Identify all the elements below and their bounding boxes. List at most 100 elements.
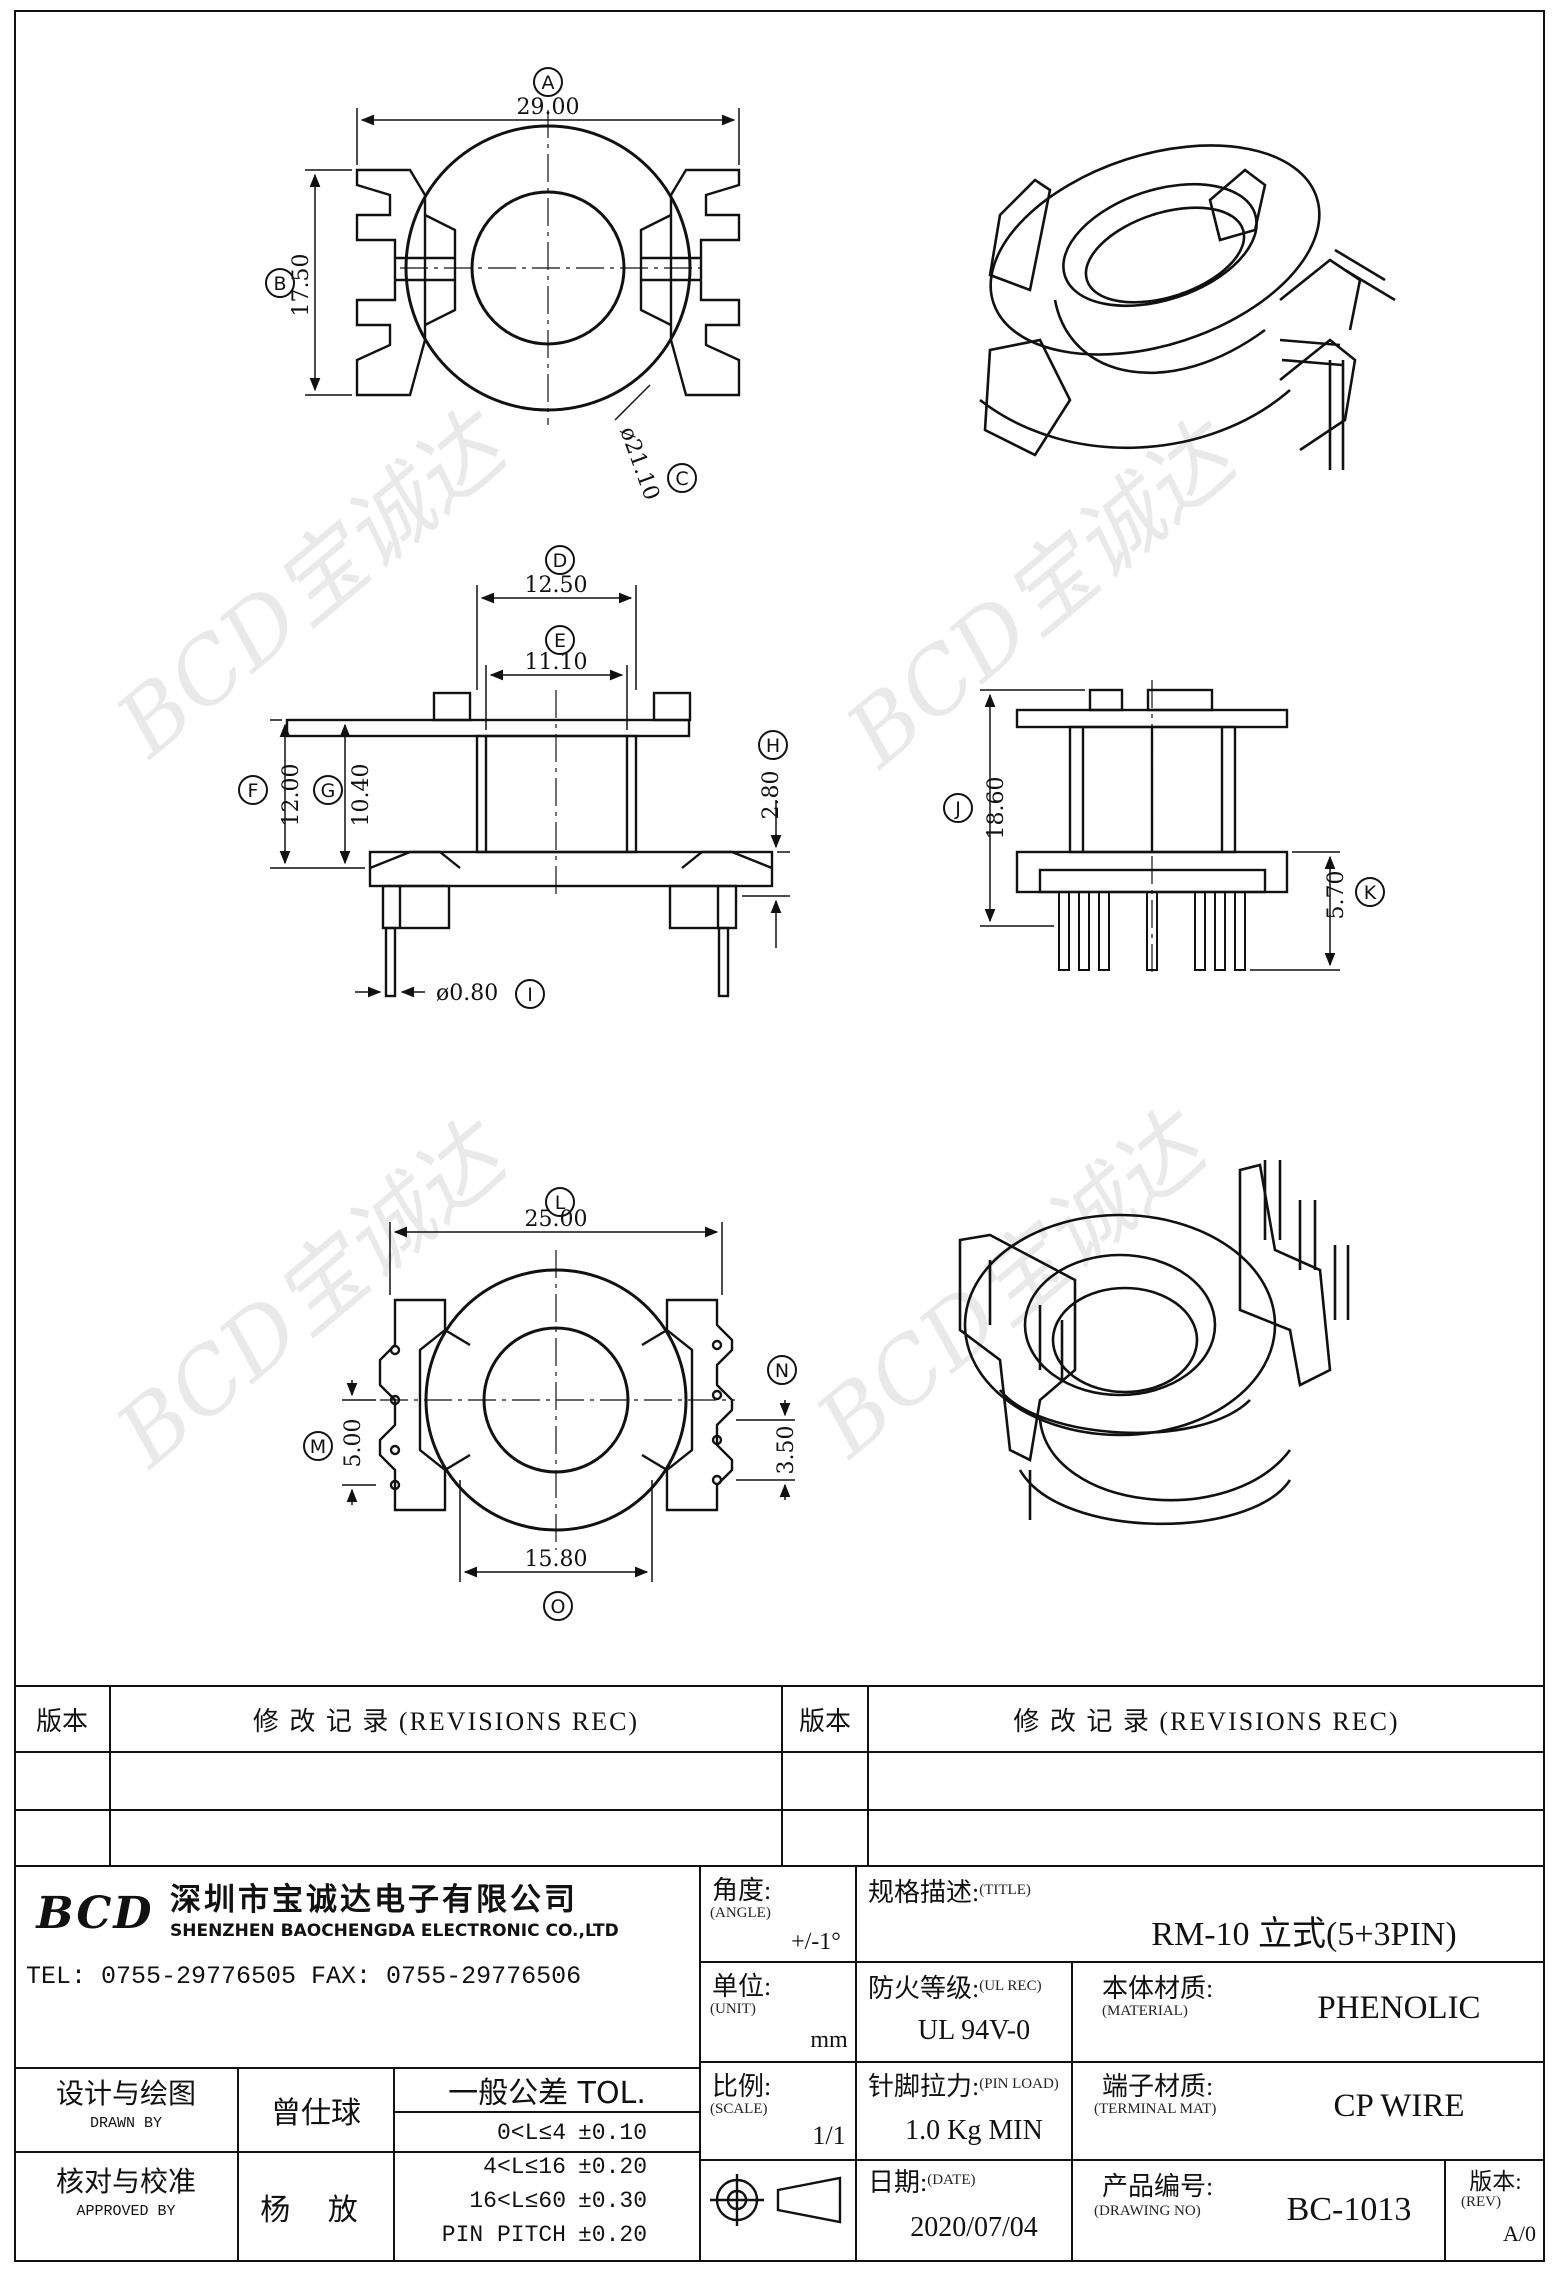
angle-sub: (ANGLE)	[710, 1904, 771, 1921]
scale-sub: (SCALE)	[710, 2100, 768, 2117]
tolerance-range: PIN PITCH	[441, 2222, 566, 2248]
isometric-view-bottom	[958, 1160, 1350, 1526]
ul-sub: (UL REC)	[979, 1977, 1042, 1994]
tolerance-range: 16<L≤60	[469, 2188, 566, 2214]
dim-letter-i: I	[527, 984, 533, 1006]
dim-letter-c: C	[675, 468, 688, 490]
rev-value: A/0	[1503, 2221, 1536, 2246]
terminal-label: 端子材质:	[1102, 2071, 1214, 2101]
dim-letter-h: H	[766, 735, 780, 757]
revision-version-header-right: 版本	[798, 1706, 851, 1736]
dim-letter-a: A	[542, 72, 555, 94]
title-block: 版本 修 改 记 录 (REVISIONS REC) 版本 修 改 记 录 (R…	[14, 1686, 1545, 2262]
tolerance-value: ±0.20	[578, 2154, 648, 2180]
angle-value: +/-1°	[791, 1928, 841, 1955]
date-value: 2020/07/04	[910, 2212, 1038, 2243]
tolerance-value: ±0.30	[578, 2188, 648, 2214]
title-label-text: 规格描述:	[868, 1877, 980, 1907]
dim-letter-n: N	[775, 1360, 789, 1382]
dim-value-a: 29.00	[517, 95, 580, 120]
isometric-view-top	[979, 144, 1396, 470]
dim-letter-m: M	[310, 1436, 326, 1458]
dim-letter-j: J	[954, 798, 961, 820]
tolerance-value: ±0.10	[578, 2120, 648, 2146]
dim-value-n: 3.50	[774, 1426, 799, 1475]
angle-label: 角度:	[712, 1875, 772, 1905]
drawn-by-label: 设计与绘图	[55, 2077, 196, 2110]
terminal-sub: (TERMINAL MAT)	[1094, 2100, 1217, 2117]
projection-symbol	[710, 2174, 842, 2226]
pinload-label: 针脚拉力:(PIN LOAD)	[862, 2068, 1086, 2101]
dim-value-l: 25.00	[525, 1207, 588, 1232]
title-sub: (TITLE)	[979, 1881, 1031, 1898]
ul-label-text: 防火等级:	[868, 1973, 980, 2003]
scale-value: 1/1	[812, 2121, 846, 2150]
drawn-by-sub: DRAWN BY	[89, 2114, 162, 2132]
unit-label: 单位:	[712, 1971, 772, 2001]
watermark: BCD宝诚达	[796, 1090, 1230, 1478]
approved-by-label: 核对与校准	[55, 2165, 196, 2198]
drawing-value: BC-1013	[1286, 2191, 1412, 2228]
title-label: 规格描述:(TITLE)	[862, 1874, 1062, 1907]
pinload-value: 1.0 Kg MIN	[905, 2115, 1043, 2146]
dim-letter-k: K	[1364, 882, 1377, 904]
drawing-sub: (DRAWING NO)	[1094, 2202, 1201, 2219]
dim-value-k: 5.70	[1324, 871, 1349, 920]
tolerance-range: 0<L≤4	[496, 2120, 566, 2146]
material-value: PHENOLIC	[1317, 1989, 1481, 2026]
unit-sub: (UNIT)	[710, 2000, 756, 2017]
ul-label: 防火等级:(UL REC)	[862, 1970, 1082, 2003]
company-contact: TEL: 0755-29776505 FAX: 0755-29776506	[26, 1961, 582, 1991]
unit-value: mm	[810, 2026, 848, 2053]
date-label-text: 日期:	[868, 2167, 928, 2197]
approved-by-name: 杨 放	[260, 2193, 372, 2228]
dim-value-j: 18.60	[984, 777, 1009, 840]
date-sub: (DATE)	[927, 2171, 976, 2188]
revision-record-header-right: 修 改 记 录 (REVISIONS REC)	[1013, 1706, 1400, 1736]
scale-label: 比例:	[712, 2071, 772, 2101]
revision-record-header-left: 修 改 记 录 (REVISIONS REC)	[252, 1706, 640, 1736]
dim-letter-l: L	[555, 1192, 566, 1214]
date-label: 日期:(DATE)	[862, 2164, 1086, 2197]
drawing-label: 产品编号:	[1102, 2171, 1214, 2201]
front-view	[285, 691, 774, 998]
title-block-grid	[14, 1685, 1545, 2262]
rev-label: 版本:	[1469, 2169, 1522, 2194]
pinload-label-text: 针脚拉力:	[868, 2071, 980, 2101]
dim-letter-f: F	[248, 780, 259, 802]
material-sub: (MATERIAL)	[1102, 2002, 1188, 2019]
company-name-cn: 深圳市宝诚达电子有限公司	[170, 1881, 578, 1918]
rev-sub: (REV)	[1461, 2193, 1501, 2210]
material-label: 本体材质:	[1102, 1973, 1214, 2003]
dim-letter-g: G	[321, 780, 336, 802]
dim-value-f: 12.00	[279, 764, 304, 827]
dim-letter-d: D	[553, 550, 568, 572]
dim-letter-b: B	[273, 273, 286, 295]
dim-value-o: 15.80	[525, 1547, 588, 1572]
drawn-by-name: 曾仕球	[271, 2096, 361, 2131]
dim-value-g: 10.40	[349, 764, 374, 827]
drawing-frame	[14, 10, 1545, 2262]
dim-value-h: 2.80	[759, 771, 784, 820]
dim-value-d: 12.50	[525, 573, 588, 598]
tolerance-table: 0<L≤4 ±0.10 4<L≤16 ±0.20 16<L≤60 ±0.30 P…	[394, 2116, 700, 2256]
approved-by-sub: APPROVED BY	[76, 2202, 176, 2220]
pinload-sub: (PIN LOAD)	[979, 2075, 1059, 2092]
dim-value-c: ø21.10	[614, 424, 664, 504]
dim-value-b: 17.50	[289, 254, 314, 317]
title-value: RM-10 立式(5+3PIN)	[1151, 1915, 1457, 1953]
watermark: BCD宝诚达	[96, 1100, 530, 1488]
watermark: BCD宝诚达	[826, 400, 1260, 788]
revision-version-header-left: 版本	[35, 1706, 88, 1736]
dim-letter-o: O	[551, 1596, 566, 1618]
ul-value: UL 94V-0	[917, 2015, 1031, 2046]
company-name-en: SHENZHEN BAOCHENGDA ELECTRONIC CO.,LTD	[170, 1921, 619, 1941]
dim-value-i: ø0.80	[436, 981, 498, 1006]
terminal-value: CP WIRE	[1333, 2087, 1465, 2124]
company-logo: BCD	[36, 1887, 154, 1939]
tolerance-title: 一般公差 TOL.	[448, 2076, 646, 2111]
tolerance-value: ±0.20	[578, 2222, 648, 2248]
tolerance-range: 4<L≤16	[483, 2154, 566, 2180]
dim-letter-e: E	[554, 630, 566, 652]
